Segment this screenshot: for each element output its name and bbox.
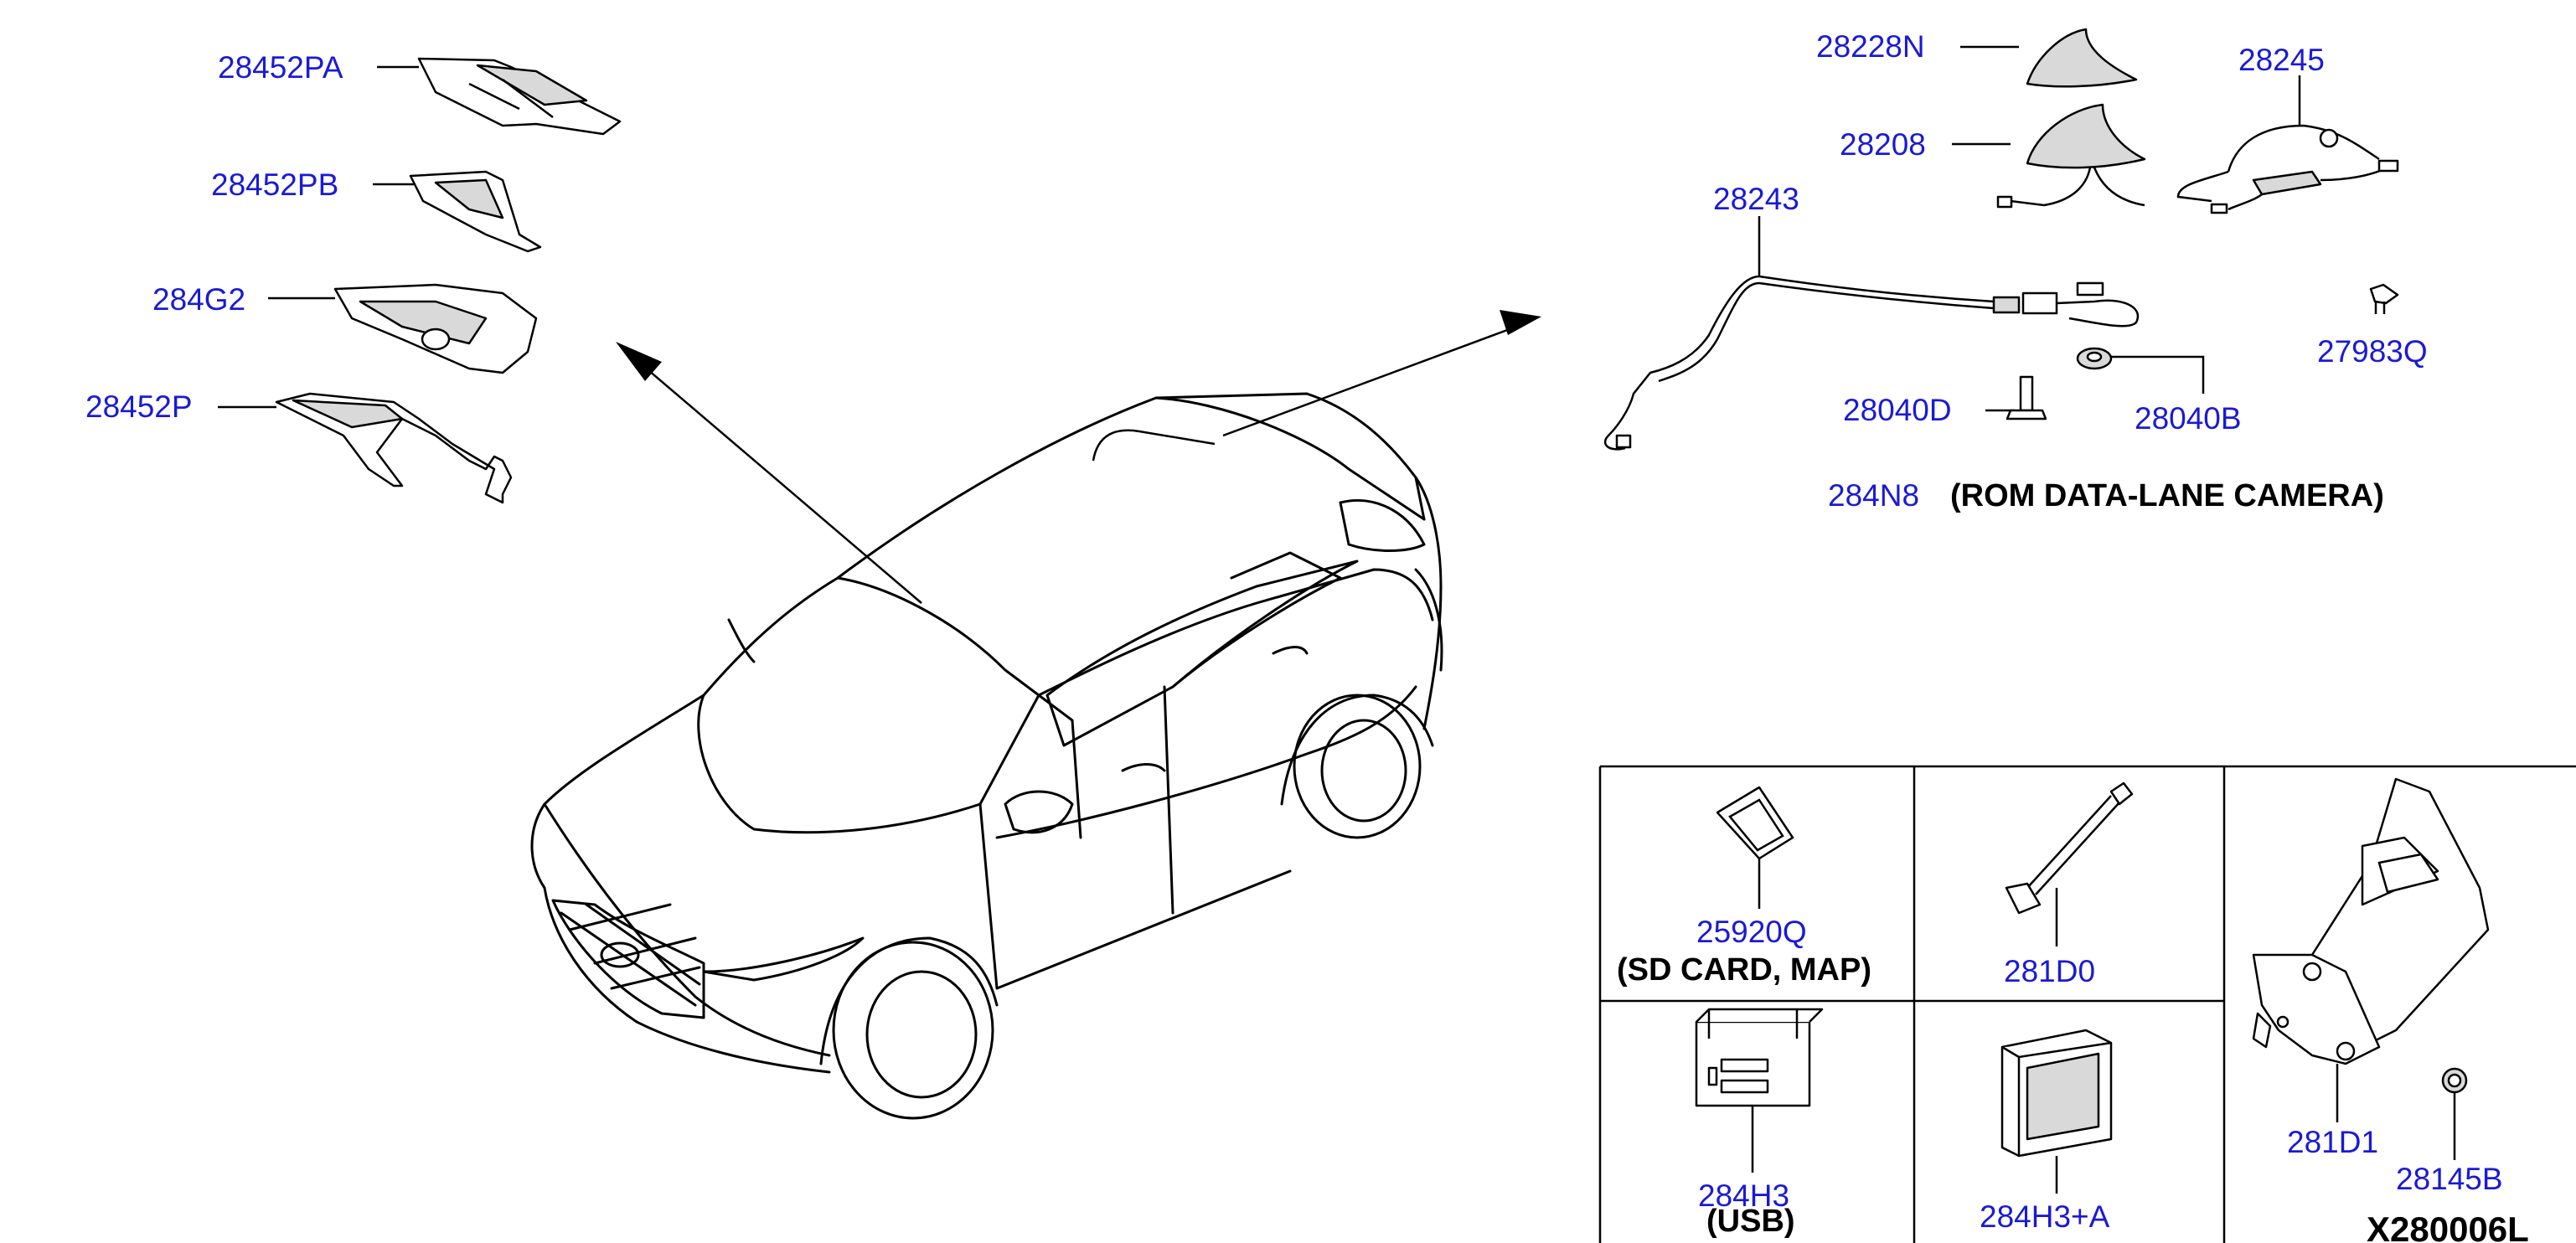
part-27983Q-drawing <box>2369 283 2399 314</box>
note-usb: (USB) <box>1706 1204 1795 1239</box>
label-28452PA: 28452PA <box>218 50 343 85</box>
part-28245-drawing <box>2176 75 2399 214</box>
label-28245: 28245 <box>2238 43 2325 77</box>
note-rom-data-lane-camera: (ROM DATA-LANE CAMERA) <box>1950 478 2384 513</box>
label-284H3: 284H3 <box>1698 1179 1789 1213</box>
label-284N8: 284N8 <box>1828 478 1919 513</box>
part-281D1-drawing <box>2252 777 2490 1122</box>
label-28040D: 28040D <box>1843 393 1952 427</box>
part-labels: 28452PA 28452PB 284G2 28452P 28228N 2824… <box>85 29 2529 1243</box>
part-284G2-drawing <box>268 283 538 374</box>
label-28208: 28208 <box>1840 127 1926 162</box>
part-28452PB-drawing <box>373 170 542 253</box>
part-28228N-drawing <box>1960 28 2138 88</box>
vehicle-illustration <box>530 392 1443 1120</box>
part-28452P-drawing <box>218 392 513 504</box>
part-28040B-drawing <box>2076 347 2205 394</box>
part-28208-drawing <box>1952 103 2146 209</box>
part-28452PA-drawing <box>377 57 622 136</box>
label-28040B: 28040B <box>2135 401 2242 436</box>
label-284G2: 284G2 <box>152 282 245 317</box>
note-sd-card-map: (SD CARD, MAP) <box>1617 952 1871 988</box>
pointer-arrows <box>616 310 1541 604</box>
part-28243-drawing <box>1603 216 2140 451</box>
part-281D0-drawing <box>2005 781 2134 946</box>
label-281D1: 281D1 <box>2287 1125 2378 1159</box>
label-281D0: 281D0 <box>2004 954 2095 988</box>
label-28243: 28243 <box>1713 182 1799 216</box>
label-28452P: 28452P <box>85 389 193 424</box>
label-28228N: 28228N <box>1816 29 1925 64</box>
part-284H3A-drawing <box>2000 1029 2113 1194</box>
part-284H3-drawing <box>1695 1008 1824 1173</box>
label-28452PB: 28452PB <box>211 168 338 202</box>
part-28040D-drawing <box>1985 375 2047 420</box>
parts-table-grid <box>1598 765 2576 1243</box>
label-28145B: 28145B <box>2396 1162 2503 1196</box>
label-27983Q: 27983Q <box>2317 334 2428 369</box>
label-25920Q: 25920Q <box>1696 915 1807 949</box>
part-25920Q-drawing <box>1716 786 1794 909</box>
label-284H3A: 284H3+A <box>1980 1199 2110 1234</box>
diagram-code: X280006L <box>2367 1209 2529 1243</box>
part-28145B-drawing <box>2441 1067 2468 1160</box>
